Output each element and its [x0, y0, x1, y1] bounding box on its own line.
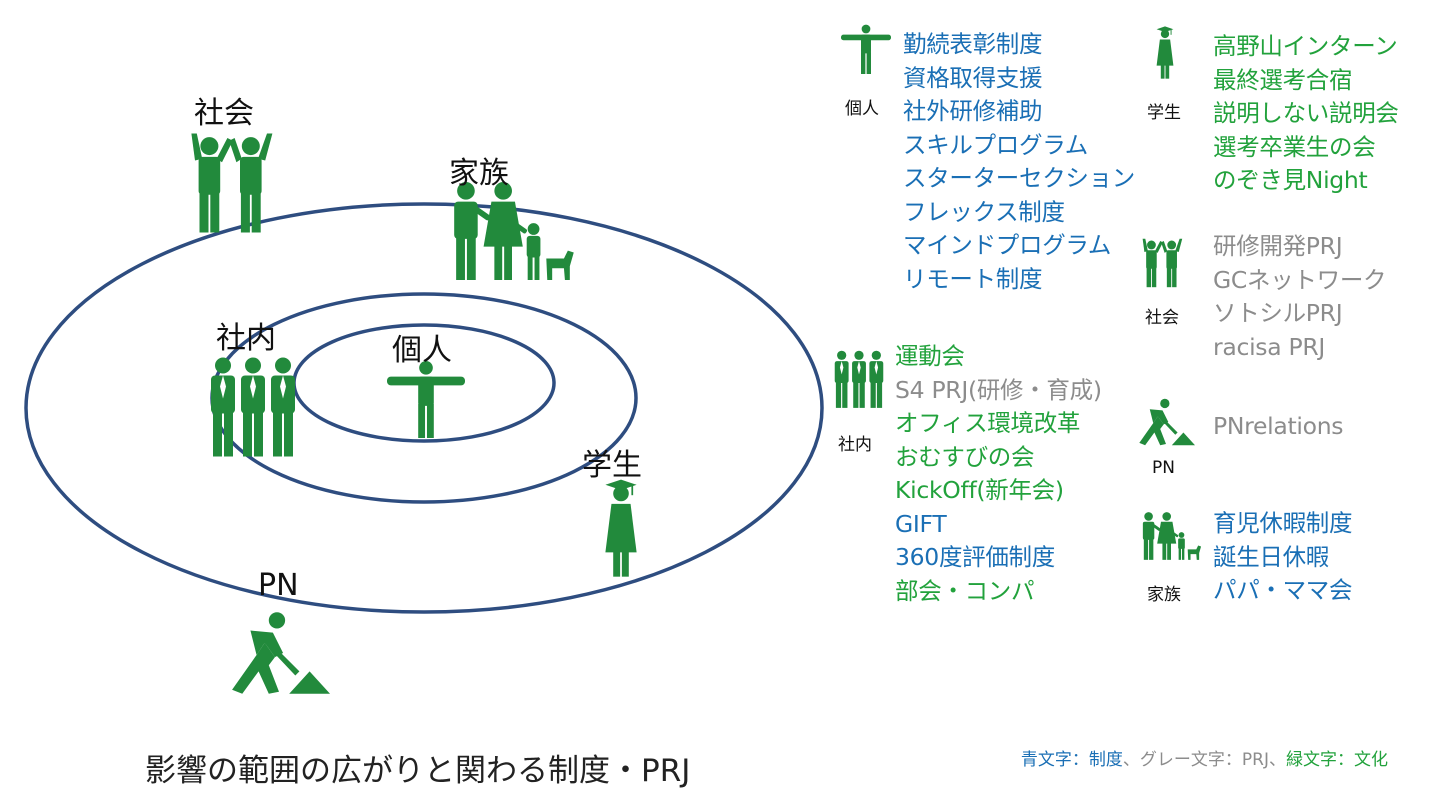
student-items-list: 高野山インターン最終選考合宿説明しない説明会選考卒業生の会のぞき見Night [1213, 30, 1399, 198]
legend-sep-1: 、 [1122, 750, 1140, 770]
society-people-icon [191, 133, 273, 233]
student-label: 学生 [582, 448, 642, 483]
legend-blue-key: 青文字 [1020, 750, 1072, 770]
list-item: GCネットワーク [1213, 265, 1387, 294]
digging-worker-icon [232, 612, 330, 694]
list-item: ソトシルPRJ [1213, 299, 1343, 327]
family-caption: 家族 [1147, 585, 1181, 605]
list-item: KickOff(新年会) [895, 476, 1064, 504]
pn-caption: PN [1152, 458, 1175, 478]
list-item: 資格取得支援 [903, 63, 1043, 92]
list-item: のぞき見Night [1213, 166, 1368, 194]
company-staff-icon [211, 357, 295, 457]
company-label: 社内 [216, 321, 276, 356]
list-item: GIFT [895, 509, 947, 538]
student-caption: 学生 [1147, 103, 1181, 123]
company-caption: 社内 [838, 435, 872, 455]
legend-green-value: 文化 [1354, 750, 1388, 770]
individual-label: 個人 [392, 333, 452, 368]
list-item: S4 PRJ(研修・育成) [895, 375, 1102, 404]
family-icon [454, 182, 574, 280]
legend-sep-2: 、 [1269, 750, 1286, 770]
list-item: 運動会 [895, 342, 965, 370]
list-item: 選考卒業生の会 [1213, 132, 1376, 161]
list-item: 部会・コンパ [895, 576, 1035, 605]
list-item: おむすびの会 [895, 442, 1035, 471]
society-caption: 社会 [1145, 308, 1179, 328]
society-items-list: 研修開発PRJ GCネットワークソトシルPRJ racisa PRJ [1213, 230, 1387, 364]
list-item: スキルプログラム [903, 130, 1088, 159]
legend-gray-key: グレー文字 [1139, 750, 1225, 770]
family-items-list: 育児休暇制度誕生日休暇パパ・ママ会 [1213, 507, 1353, 608]
list-item: パパ・ママ会 [1213, 576, 1353, 604]
legend-green-key: 緑文字 [1286, 750, 1337, 770]
list-item: スターターセクション [903, 164, 1135, 192]
family-legend-icon [1142, 512, 1202, 560]
list-item: 社外研修補助 [903, 97, 1043, 125]
list-item: 高野山インターン [1213, 32, 1398, 60]
company-items-list: 運動会 S4 PRJ(研修・育成) オフィス環境改革おむすびの会 KickOff(新年… [895, 340, 1102, 608]
pn-items-list: PNrelations [1213, 410, 1344, 444]
list-item: 最終選考合宿 [1213, 65, 1353, 94]
legend-colon-3: ： [1337, 750, 1354, 770]
list-item: 研修開発PRJ [1213, 232, 1343, 260]
diagram-caption: 影響の範囲の広がりと関わる制度・PRJ [145, 753, 691, 789]
list-item: フレックス制度 [903, 197, 1065, 226]
legend-colon-2: ： [1224, 750, 1242, 770]
list-item: 360度評価制度 [895, 543, 1055, 571]
individual-caption: 個人 [845, 99, 879, 119]
list-item: オフィス環境改革 [895, 409, 1081, 437]
individual-legend-icon [841, 24, 891, 74]
list-item: racisa PRJ [1213, 332, 1326, 361]
company-legend-icon [834, 350, 884, 408]
list-item: 説明しない説明会 [1213, 99, 1399, 127]
color-legend: 青文字：制度、グレー文字：PRJ、緑文字：文化 [1021, 745, 1388, 770]
list-item: リモート制度 [903, 264, 1043, 293]
family-label: 家族 [449, 156, 509, 191]
legend-gray-value: PRJ [1241, 750, 1269, 770]
pn-legend-icon [1139, 398, 1195, 446]
list-item: 育児休暇制度 [1213, 509, 1353, 537]
list-item: 勤続表彰制度 [903, 30, 1043, 58]
legend-blue-value: 制度 [1088, 750, 1123, 770]
graduate-student-icon [605, 479, 637, 577]
outer-ring [24, 202, 824, 614]
pn-label: PN [258, 568, 299, 603]
legend-colon-1: ： [1071, 750, 1089, 770]
society-label: 社会 [194, 96, 254, 131]
society-legend-icon [1142, 238, 1183, 288]
list-item: PNrelations [1213, 412, 1344, 440]
list-item: マインドプログラム [903, 231, 1112, 259]
student-legend-icon [1156, 26, 1174, 79]
individual-person-icon [387, 360, 465, 438]
individual-items-list: 勤続表彰制度資格取得支援社外研修補助スキルプログラムスターターセクションフレック… [903, 28, 1135, 296]
list-item: 誕生日休暇 [1213, 542, 1329, 571]
